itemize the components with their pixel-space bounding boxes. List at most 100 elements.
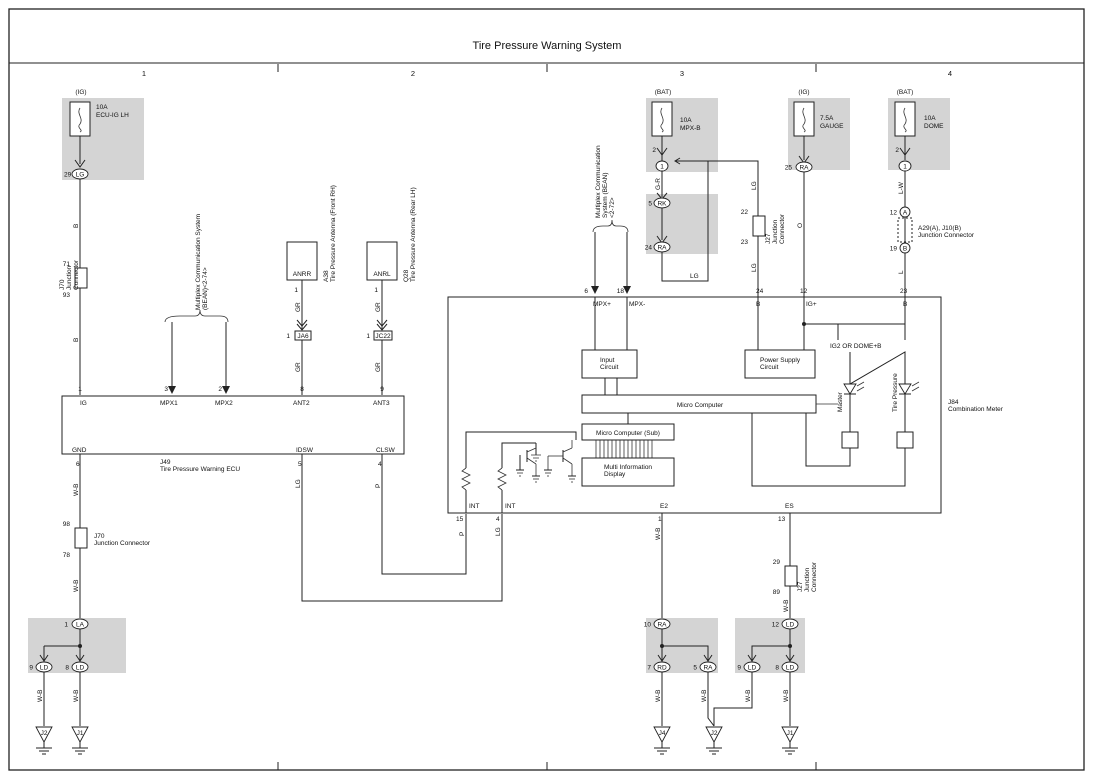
svg-text:12: 12 [800, 288, 808, 295]
svg-text:ECU-IG LH: ECU-IG LH [96, 112, 129, 119]
svg-text:ES: ES [785, 503, 794, 510]
svg-text:6: 6 [76, 461, 80, 468]
svg-text:22: 22 [741, 209, 749, 216]
svg-text:ANT2: ANT2 [293, 400, 310, 407]
ground-j1-right: J1 [781, 726, 799, 755]
svg-text:2: 2 [895, 147, 899, 154]
svg-text:Micro Computer (Sub): Micro Computer (Sub) [596, 430, 660, 437]
svg-text:P: P [459, 532, 466, 536]
svg-text:IG: IG [80, 400, 87, 407]
svg-text:B: B [73, 224, 80, 228]
svg-text:1: 1 [374, 287, 378, 294]
svg-text:MPX2: MPX2 [215, 400, 233, 407]
mpx-left: Multiplex Communication System(BEAN)<2-7… [164, 214, 230, 394]
svg-text:P: P [375, 484, 382, 488]
svg-text:19: 19 [890, 246, 898, 253]
ground-block-left: LA 1 LD 9 LD 8 W-B W-B [28, 618, 126, 726]
svg-text:25: 25 [785, 165, 793, 172]
svg-text:12: 12 [772, 622, 780, 629]
svg-text:JA6: JA6 [297, 333, 309, 340]
svg-text:JC22: JC22 [375, 333, 391, 340]
svg-text:W-B: W-B [745, 689, 752, 702]
junction-j27-upper: 22 23 J27JunctionConnector [741, 209, 786, 246]
ground-block-right: LD 12 LD 9 LD 8 W-B W-B [713, 618, 805, 726]
svg-text:89: 89 [773, 589, 781, 596]
svg-text:LG: LG [295, 479, 302, 488]
svg-text:RA: RA [657, 622, 667, 629]
combination-meter: 6 MPX+ 18 MPX- 24 B 12 IG+ 23 B INT INT … [447, 288, 1004, 523]
junction-a29: A 12 B 19 A29(A), J10(B)Junction Connect… [890, 206, 975, 254]
svg-text:3: 3 [164, 386, 168, 393]
svg-text:W-B: W-B [73, 689, 80, 702]
svg-text:8: 8 [65, 665, 69, 672]
svg-text:LG: LG [76, 172, 85, 179]
svg-text:LG: LG [690, 273, 699, 280]
svg-text:CLSW: CLSW [376, 447, 396, 454]
svg-text:Master: Master [837, 391, 844, 412]
antenna-front-rh: ANRR A38Tire Pressure Antenna (Front RH)… [286, 185, 337, 395]
junction-j70-upper: 71 93 J70JunctionConnector [59, 259, 88, 299]
svg-text:IG+: IG+ [806, 301, 817, 308]
svg-text:W-B: W-B [73, 483, 80, 496]
svg-text:GR: GR [295, 302, 302, 312]
diagram-title: Tire Pressure Warning System [473, 40, 622, 52]
svg-text:J2: J2 [41, 730, 48, 737]
svg-text:6: 6 [584, 288, 588, 295]
svg-text:GR: GR [295, 362, 302, 372]
svg-text:7: 7 [647, 665, 651, 672]
svg-text:1: 1 [294, 287, 298, 294]
svg-text:2: 2 [652, 147, 656, 154]
svg-text:9: 9 [29, 665, 33, 672]
svg-text:MPX1: MPX1 [160, 400, 178, 407]
svg-text:IDSW: IDSW [296, 447, 314, 454]
tire-pressure-warning-ecu: 1 IG 3 MPX1 2 MPX2 8 ANT2 9 ANT3 GND IDS… [61, 386, 405, 473]
svg-text:10A: 10A [96, 104, 108, 111]
wire-idsw-clsw: LG P P LG [295, 454, 503, 602]
svg-text:INT: INT [505, 503, 516, 510]
svg-text:J70JunctionConnector: J70JunctionConnector [59, 259, 80, 290]
svg-text:J70Junction Connector: J70Junction Connector [94, 533, 151, 547]
antenna-rear-lh: ANRL Q28Tire Pressure Antenna (Rear LH) … [366, 187, 417, 395]
fuse-mpx-b: (BAT) 10A MPX-B 2 1 G-R RK 5 RA 24 [645, 89, 718, 254]
svg-text:1: 1 [658, 516, 662, 523]
svg-text:MPX-B: MPX-B [680, 125, 701, 132]
junction-j27-lower: 29 89 J27JunctionConnector [773, 559, 818, 596]
fuse-dome: (BAT) 10A DOME 2 1 [888, 89, 950, 172]
svg-text:4: 4 [378, 461, 382, 468]
column-1: 1 [142, 69, 146, 78]
svg-text:1: 1 [64, 622, 68, 629]
svg-text:71: 71 [63, 261, 71, 268]
svg-text:23: 23 [900, 288, 908, 295]
svg-text:G-R: G-R [655, 178, 662, 190]
svg-text:RA: RA [799, 165, 809, 172]
svg-text:W-B: W-B [655, 689, 662, 702]
svg-text:LD: LD [786, 622, 795, 629]
column-2: 2 [411, 69, 415, 78]
ground-j1-left: J1 [71, 726, 89, 755]
ground-j2-left: J2 [35, 726, 53, 755]
svg-text:J27JunctionConnector: J27JunctionConnector [797, 561, 818, 592]
svg-text:ANRR: ANRR [293, 271, 312, 278]
svg-text:A38Tire Pressure Antenna (Fron: A38Tire Pressure Antenna (Front RH) [323, 185, 337, 282]
svg-text:78: 78 [63, 552, 71, 559]
svg-text:RD: RD [657, 665, 667, 672]
svg-text:8: 8 [775, 665, 779, 672]
svg-text:5: 5 [298, 461, 302, 468]
wire-mpx-b-loop [661, 160, 709, 282]
svg-text:MPX+: MPX+ [593, 301, 611, 308]
svg-text:L: L [898, 270, 905, 274]
svg-text:9: 9 [737, 665, 741, 672]
svg-text:W-B: W-B [783, 599, 790, 612]
svg-text:(IG): (IG) [75, 89, 86, 96]
svg-text:W-B: W-B [783, 689, 790, 702]
ground-block-mid: RA 10 RD 7 RA 5 W-B W-B [644, 618, 718, 727]
svg-text:10A: 10A [680, 117, 692, 124]
wire-lg-to-j27 [708, 160, 759, 216]
svg-text:1: 1 [366, 333, 370, 340]
svg-text:E2: E2 [660, 503, 668, 510]
svg-text:9: 9 [380, 386, 384, 393]
svg-text:7.5A: 7.5A [820, 115, 834, 122]
